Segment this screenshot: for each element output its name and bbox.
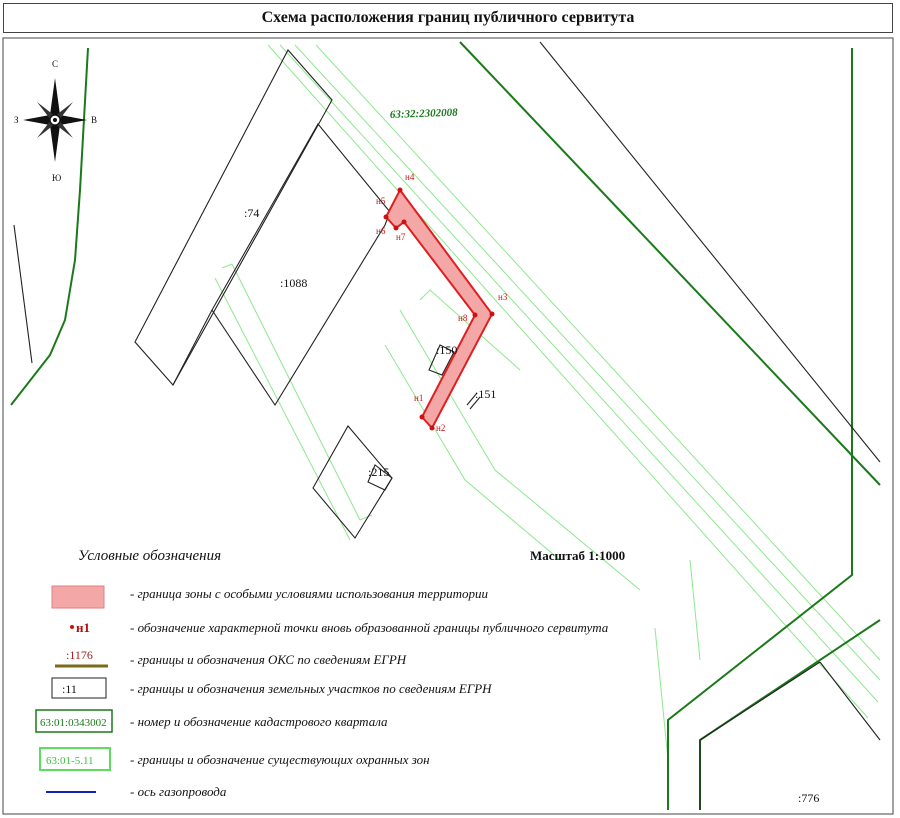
legend-heading: Условные обозначения (78, 548, 221, 564)
compass-south: Ю (52, 173, 61, 183)
legend: Условные обозначения - граница зоны с ос… (35, 548, 609, 799)
legend-text-2: - обозначение характерной точки вновь об… (130, 620, 609, 635)
point-label-n4: н4 (405, 172, 415, 182)
compass-east: В (91, 115, 97, 125)
legend-sample-protect: 63:01-5.11 (46, 755, 94, 767)
point-label-n3: н3 (498, 292, 508, 302)
legend-sample-zone (51, 585, 105, 609)
legend-text-3: - границы и обозначения ОКС по сведениям… (130, 652, 407, 667)
legend-text-5: - номер и обозначение кадастрового кварт… (130, 714, 388, 729)
point-labels: н4 н3 н2 н1 н8 н5 н6 н7 (376, 172, 508, 433)
point-label-n5: н5 (376, 196, 386, 206)
legend-text-7: - ось газопровода (130, 784, 227, 799)
parcel-label-776: :776 (798, 791, 819, 805)
legend-text-1: - граница зоны с особыми условиями испол… (130, 586, 488, 601)
quarter-label: 63:32:2302008 (390, 107, 459, 121)
protection-zone-lines (214, 44, 881, 761)
page-title: Схема расположения границ публичного сер… (3, 3, 893, 33)
compass-labels: С Ю З В (14, 59, 97, 183)
legend-sample-oks: :1176 (66, 648, 93, 662)
point-label-n1: н1 (414, 393, 423, 403)
parcel-label-150: :150 (436, 343, 457, 357)
compass-north: С (52, 59, 58, 69)
compass-west: З (14, 115, 19, 125)
map-border (2, 37, 894, 815)
parcel-label-1088: :1088 (280, 276, 307, 290)
legend-text-4: - границы и обозначения земельных участк… (130, 681, 492, 696)
parcel-boundaries (13, 41, 881, 810)
point-label-n2: н2 (436, 423, 445, 433)
legend-sample-quarter: 63:01:0343002 (40, 717, 107, 729)
parcel-label-74: :74 (244, 206, 259, 220)
compass-rose-icon (23, 78, 87, 162)
scale-label: Масштаб 1:1000 (530, 548, 625, 563)
point-label-n7: н7 (396, 232, 406, 242)
parcel-labels: :74 :1088 :150 :151 :215 :776 (244, 206, 819, 805)
legend-sample-point: н1 (76, 620, 90, 635)
legend-sample-parcel: :11 (62, 682, 77, 696)
servitude-points (383, 187, 495, 431)
legend-text-6: - границы и обозначение существующих охр… (130, 752, 430, 767)
point-label-n6: н6 (376, 226, 386, 236)
point-label-n8: н8 (458, 313, 468, 323)
parcel-label-151: :151 (475, 387, 496, 401)
parcel-label-215: :215 (368, 465, 389, 479)
